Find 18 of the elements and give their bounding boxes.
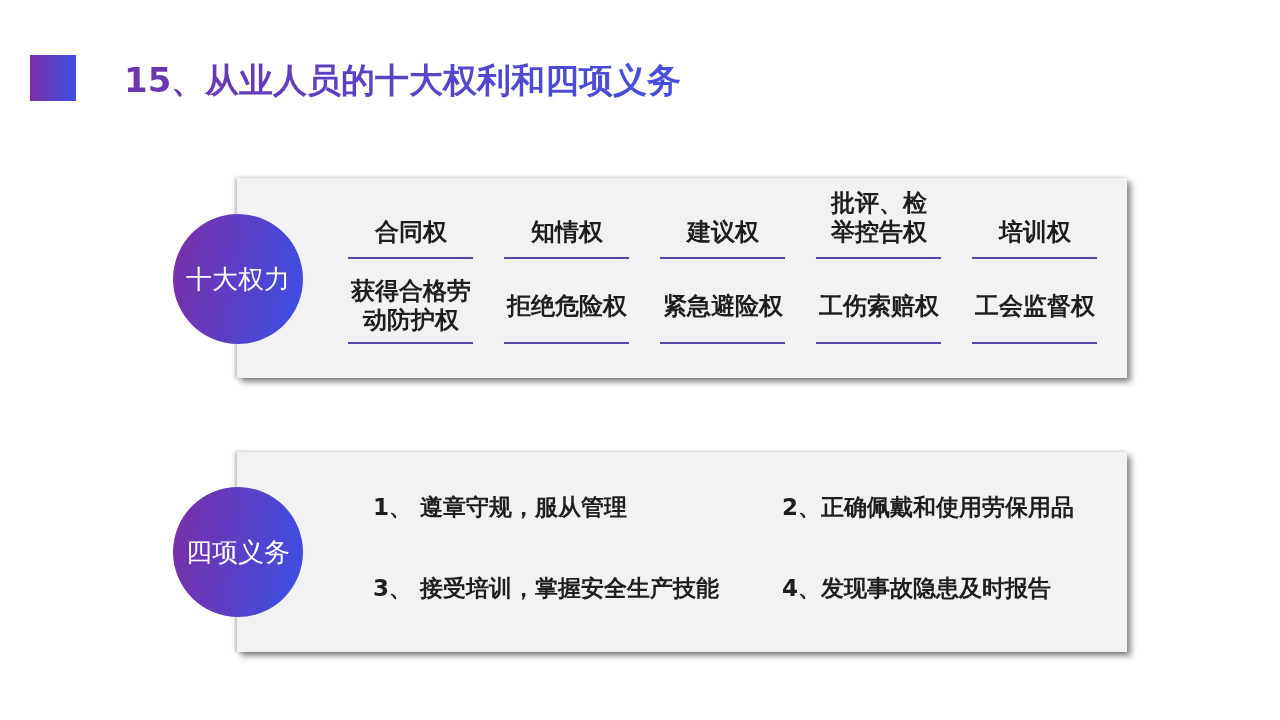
- right-label: 培训权: [972, 188, 1097, 259]
- duty-text: 4、发现事故隐患及时报告: [782, 574, 1051, 603]
- right-label: 工会监督权: [972, 270, 1097, 344]
- right-label: 合同权: [348, 188, 473, 259]
- duty-text: 1、 遵章守规，服从管理: [373, 493, 627, 522]
- list-panel: [237, 178, 1127, 378]
- right-label: 批评、检举控告权: [816, 188, 941, 259]
- duty-text: 2、正确佩戴和使用劳保用品: [782, 493, 1074, 522]
- right-label: 拒绝危险权: [504, 270, 629, 344]
- right-label: 工伤索赔权: [816, 270, 941, 344]
- right-label: 紧急避险权: [660, 270, 785, 344]
- duty-text: 3、 接受培训，掌握安全生产技能: [373, 574, 719, 603]
- list-panel: [237, 452, 1127, 652]
- heading-circle: 十大权力: [173, 214, 303, 344]
- right-label: 建议权: [660, 188, 785, 259]
- right-label: 知情权: [504, 188, 629, 259]
- right-label: 获得合格劳动防护权: [348, 270, 473, 344]
- heading-circle: 四项义务: [173, 487, 303, 617]
